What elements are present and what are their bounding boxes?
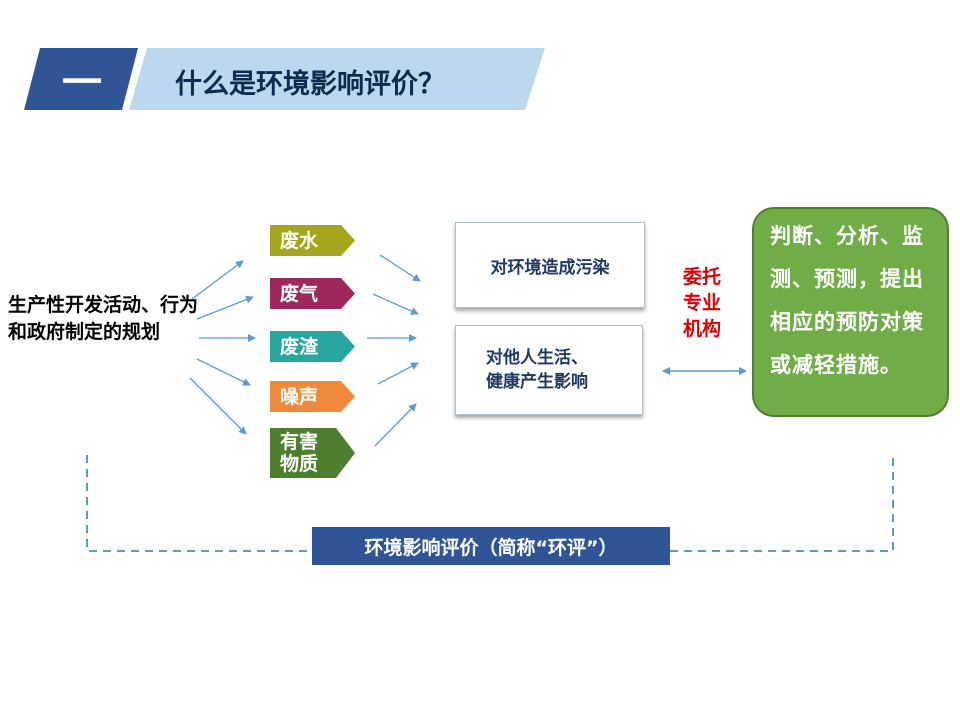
arrow-from-noise	[377, 362, 419, 385]
entrust-agency-label: 委托 专业 机构	[676, 264, 728, 342]
dashed-bracket-right	[670, 455, 894, 552]
tag-label: 有害物质	[280, 431, 319, 475]
tag-residue: 废渣	[270, 331, 355, 362]
result-box: 判断、分析、监测、预测，提出相应的预防对策或减轻措施。	[752, 207, 949, 417]
tag-label: 废渣	[280, 335, 319, 358]
tag-shape	[270, 331, 355, 362]
tag-wastegas: 废气	[270, 278, 355, 309]
eia-label: 环境影响评价（简称“环评”）	[312, 527, 670, 565]
arrow-to-noise	[196, 358, 251, 386]
effect-pollution-box: 对环境造成污染	[455, 222, 645, 308]
entrust-line1: 委托	[682, 266, 721, 288]
effect-pollution-text: 对环境造成污染	[490, 257, 610, 278]
tag-label: 噪声	[280, 385, 319, 408]
arrow-to-wastewater	[191, 260, 244, 300]
arrow-from-wastegas	[372, 293, 419, 315]
arrow-from-hazard	[374, 403, 417, 447]
page-title: 什么是环境影响评价？	[175, 68, 445, 100]
entrust-line3: 机构	[682, 318, 721, 340]
tag-shape	[270, 278, 355, 309]
effect-health-line1: 对他人生活、	[486, 348, 588, 368]
entrust-line2: 专业	[682, 292, 721, 314]
result-text: 判断、分析、监测、预测，提出相应的预防对策或减轻措施。	[770, 224, 924, 377]
arrow-from-wastewater	[379, 254, 421, 282]
section-number: 一	[62, 60, 104, 106]
arrow-to-wastegas	[196, 295, 254, 320]
header-number-shape	[24, 48, 138, 110]
tag-shape	[270, 428, 355, 478]
effect-health-line2: 健康产生影响	[486, 372, 588, 392]
tag-label: 废气	[280, 282, 319, 305]
dashed-bracket-left	[86, 455, 312, 552]
tag-noise: 噪声	[270, 381, 355, 412]
tag-label: 废水	[280, 229, 319, 252]
source-activities: 生产性开发活动、行为和政府制定的规划	[8, 294, 199, 343]
header-banner	[24, 48, 545, 110]
header-title-shape	[129, 48, 545, 110]
arrow-to-hazard	[189, 377, 247, 435]
tag-shape	[270, 381, 355, 412]
tag-shape	[270, 225, 355, 256]
tag-wastewater: 废水	[270, 225, 355, 256]
effect-health-box: 对他人生活、 健康产生影响	[455, 325, 643, 415]
tag-hazardous: 有害物质	[270, 428, 355, 478]
